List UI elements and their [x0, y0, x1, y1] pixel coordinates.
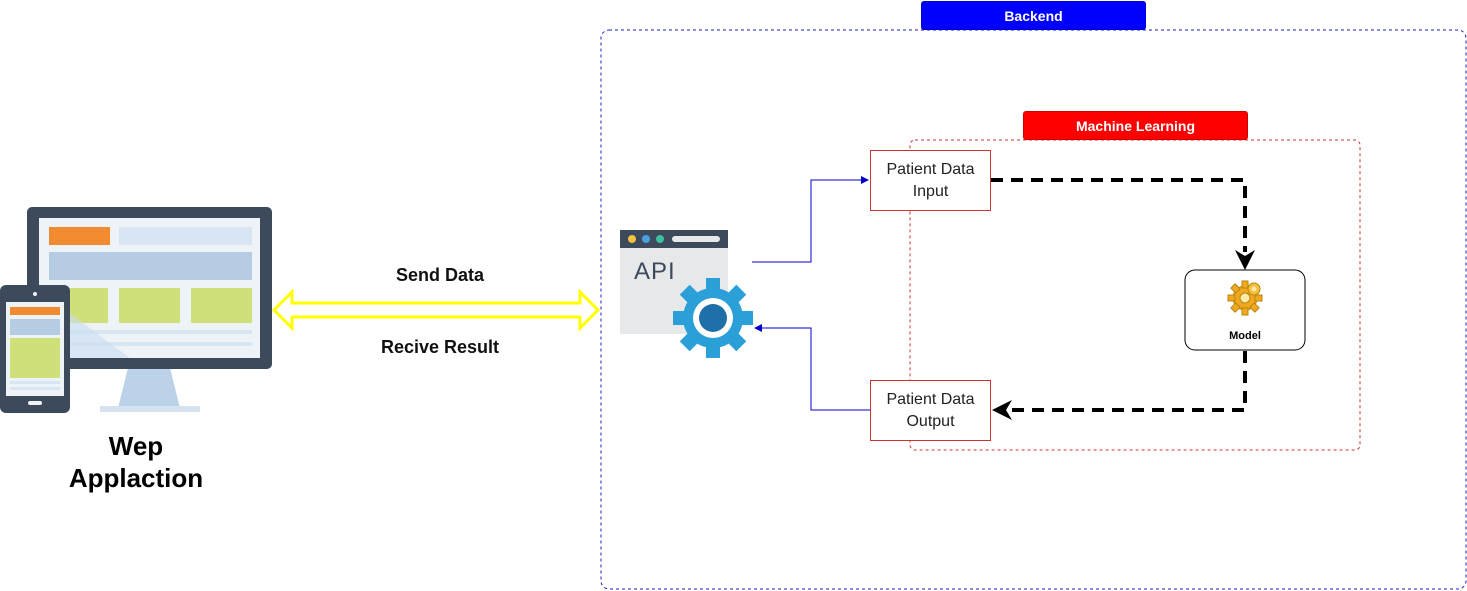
backend-label: Backend [1004, 7, 1063, 24]
api-to-input-connector [752, 176, 869, 263]
backend-tag: Backend [921, 1, 1146, 30]
model-to-output-arrowhead [992, 400, 1012, 420]
machine-learning-label: Machine Learning [1075, 117, 1196, 134]
patient-data-input-box: Patient Data Input [870, 150, 991, 211]
web-application-icon [0, 207, 272, 413]
input-to-model-flow [991, 178, 1247, 252]
patient-data-input-label: Patient Data Input [886, 160, 975, 200]
ml-container [909, 139, 1361, 451]
web-application-label: Wep Applaction [36, 430, 236, 494]
web-application-label-line2: Applaction [68, 463, 204, 493]
model-to-output-flow [1010, 351, 1247, 412]
model-label: Model [1229, 330, 1261, 342]
receive-result-label: Recive Result [380, 337, 500, 357]
send-data-label: Send Data [395, 265, 485, 285]
output-to-api-connector [754, 324, 870, 411]
machine-learning-tag: Machine Learning [1023, 111, 1248, 140]
api-icon [620, 230, 753, 358]
model-gear-icon [1227, 280, 1263, 316]
api-label: API [634, 258, 676, 285]
input-to-model-arrowhead [1235, 250, 1255, 270]
web-application-label-line1: Wep [108, 431, 164, 461]
patient-data-output-box: Patient Data Output [870, 380, 991, 441]
patient-data-output-label: Patient Data Output [886, 390, 975, 430]
send-receive-arrow [271, 288, 601, 332]
